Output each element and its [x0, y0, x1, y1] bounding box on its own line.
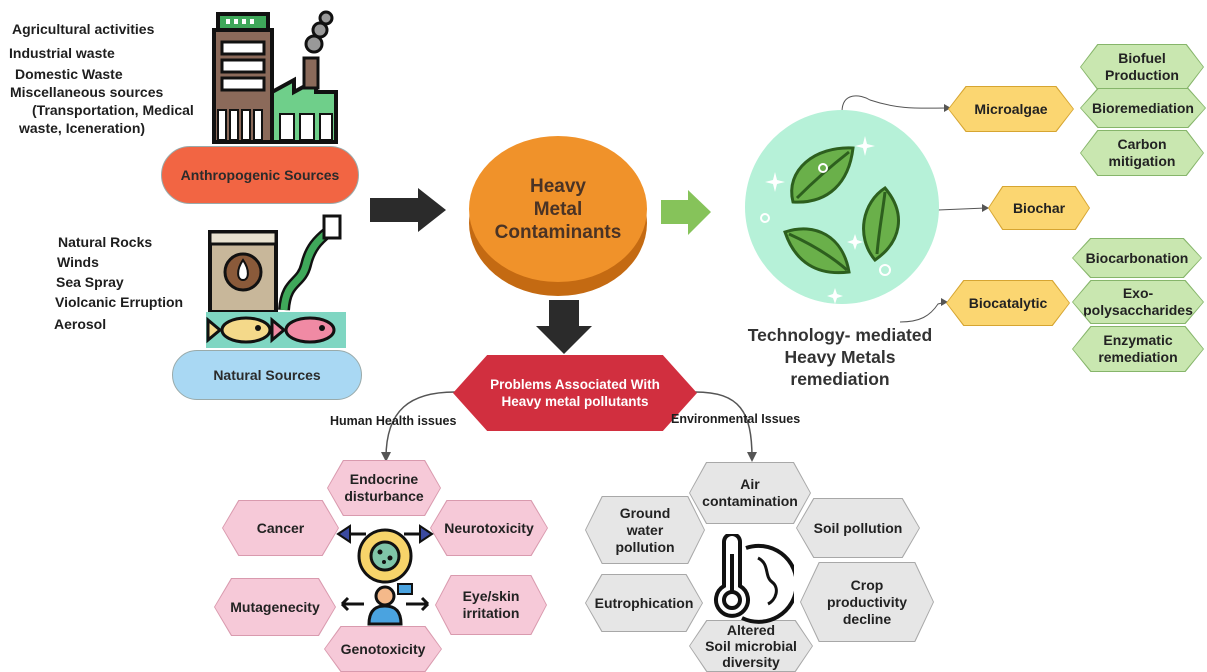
list-item: Sea Spray: [56, 274, 124, 290]
microbial-line1: Altered: [726, 622, 776, 638]
caption-line2: Heavy Metals: [784, 347, 896, 367]
list-item: Domestic Waste: [15, 66, 123, 82]
enzymatic-hex: Enzymatic remediation: [1072, 326, 1204, 372]
environmental-issues-label: Environmental Issues: [671, 412, 801, 426]
enzymatic-line2: remediation: [1098, 349, 1178, 365]
microalgae-hex: Microalgae: [948, 86, 1074, 132]
center-title-line2: Metal: [533, 198, 583, 220]
enzymatic-line1: Enzymatic: [1103, 332, 1173, 348]
endocrine-hex: Endocrine disturbance: [327, 460, 441, 516]
genotoxicity-label: Genotoxicity: [340, 640, 426, 657]
biocatalytic-hex: Biocatalytic: [946, 280, 1070, 326]
biochar-label: Biochar: [1012, 199, 1066, 216]
factory-icon: [212, 10, 338, 144]
biocatalytic-label: Biocatalytic: [968, 294, 1048, 311]
list-item: waste, Iceneration): [19, 120, 146, 136]
eyeskin-line1: Eye/skin: [462, 588, 520, 604]
natural-sources-label: Natural Sources: [213, 367, 321, 383]
arrow-right-icon: [370, 188, 446, 232]
list-item: Natural Rocks: [58, 234, 153, 250]
arrow-down-icon: [536, 300, 592, 354]
endocrine-line2: disturbance: [344, 488, 424, 504]
anthropogenic-sources-pill: Anthropogenic Sources: [161, 146, 359, 204]
list-item: Industrial waste: [9, 45, 115, 61]
list-item: Miscellaneous sources: [10, 84, 164, 100]
crop-line3: decline: [842, 610, 892, 627]
biofuel-line1: Biofuel: [1118, 50, 1166, 66]
air-contamination-hex: Air contamination: [689, 462, 811, 524]
endocrine-line1: Endocrine: [349, 471, 419, 487]
groundwater-line2: water: [626, 521, 664, 538]
list-item: Agricultural activities: [12, 21, 155, 37]
microalgae-label: Microalgae: [974, 100, 1048, 117]
center-title-line3: Contaminants: [494, 221, 622, 243]
green-arrow-icon: [661, 190, 711, 235]
carbon-hex: Carbon mitigation: [1080, 130, 1204, 176]
biochar-hex: Biochar: [988, 186, 1090, 230]
problems-line2: Heavy metal pollutants: [501, 394, 649, 409]
neurotoxicity-hex: Neurotoxicity: [430, 500, 548, 556]
problems-hexagon: Problems Associated With Heavy metal pol…: [453, 355, 697, 431]
anthropogenic-sources-label: Anthropogenic Sources: [180, 167, 340, 183]
biofuel-line2: Production: [1105, 67, 1179, 83]
groundwater-hex: Ground water pollution: [585, 496, 705, 564]
natural-sources-pill: Natural Sources: [172, 350, 362, 400]
natural-source-list: Natural Rocks Winds Sea Spray Violcanic …: [54, 233, 204, 333]
neurotoxicity-label: Neurotoxicity: [444, 519, 534, 536]
soil-pollution-hex: Soil pollution: [796, 498, 920, 558]
heavy-metal-contaminants-disc: Heavy Metal Contaminants: [469, 136, 647, 296]
carbon-line2: mitigation: [1108, 153, 1176, 169]
eyeskin-line2: irritation: [462, 605, 520, 621]
cancer-hex: Cancer: [222, 500, 339, 556]
crop-decline-hex: Crop productivity decline: [800, 562, 934, 642]
crop-line1: Crop: [850, 576, 884, 593]
center-title-line1: Heavy: [530, 175, 586, 197]
eyeskin-hex: Eye/skin irritation: [435, 575, 547, 635]
technology-caption: Technology- mediated Heavy Metals remedi…: [730, 324, 950, 390]
soil-pollution-label: Soil pollution: [813, 519, 903, 536]
bioremediation-hex: Bioremediation: [1080, 88, 1206, 128]
eutrophication-hex: Eutrophication: [585, 574, 703, 632]
groundwater-line3: pollution: [615, 538, 675, 555]
genotoxicity-hex: Genotoxicity: [324, 626, 442, 672]
caption-line3: remediation: [790, 369, 890, 389]
air-line2: contamination: [702, 493, 798, 509]
exopoly-line2: polysaccharides: [1083, 302, 1193, 318]
biocarbonation-hex: Biocarbonation: [1072, 238, 1202, 278]
mutagenecity-label: Mutagenecity: [230, 598, 320, 615]
eutrophication-label: Eutrophication: [594, 594, 694, 611]
thermometer-earth-icon: [714, 534, 794, 624]
problems-line1: Problems Associated With: [490, 377, 660, 392]
nature-pollution-icon: [206, 214, 346, 348]
list-item: Violcanic Erruption: [55, 294, 184, 310]
microbial-line2: Soil microbial: [705, 638, 797, 654]
list-item: Aerosol: [54, 316, 107, 332]
carbon-line1: Carbon: [1117, 136, 1167, 152]
virus-person-icon: [336, 524, 434, 626]
leaves-icon: [760, 136, 900, 304]
biofuel-hex: Biofuel Production: [1080, 44, 1204, 90]
list-item: (Transportation, Medical: [32, 102, 194, 118]
cancer-label: Cancer: [256, 519, 305, 536]
microbial-diversity-hex: Altered Soil microbial diversity: [689, 620, 813, 672]
exopolysaccharides-hex: Exo- polysaccharides: [1072, 280, 1204, 324]
exopoly-line1: Exo-: [1122, 285, 1154, 301]
crop-line2: productivity: [826, 593, 908, 610]
bioremediation-label: Bioremediation: [1092, 99, 1194, 116]
list-item: Winds: [57, 254, 99, 270]
mutagenecity-hex: Mutagenecity: [214, 578, 336, 636]
groundwater-line1: Ground: [619, 504, 671, 521]
biocarbonation-label: Biocarbonation: [1085, 249, 1189, 266]
caption-line1: Technology- mediated: [747, 325, 933, 345]
microbial-line3: diversity: [722, 654, 780, 670]
air-line1: Air: [740, 476, 760, 492]
anthropogenic-source-list: Agricultural activities Industrial waste…: [0, 20, 215, 137]
human-health-label: Human Health issues: [330, 414, 457, 428]
